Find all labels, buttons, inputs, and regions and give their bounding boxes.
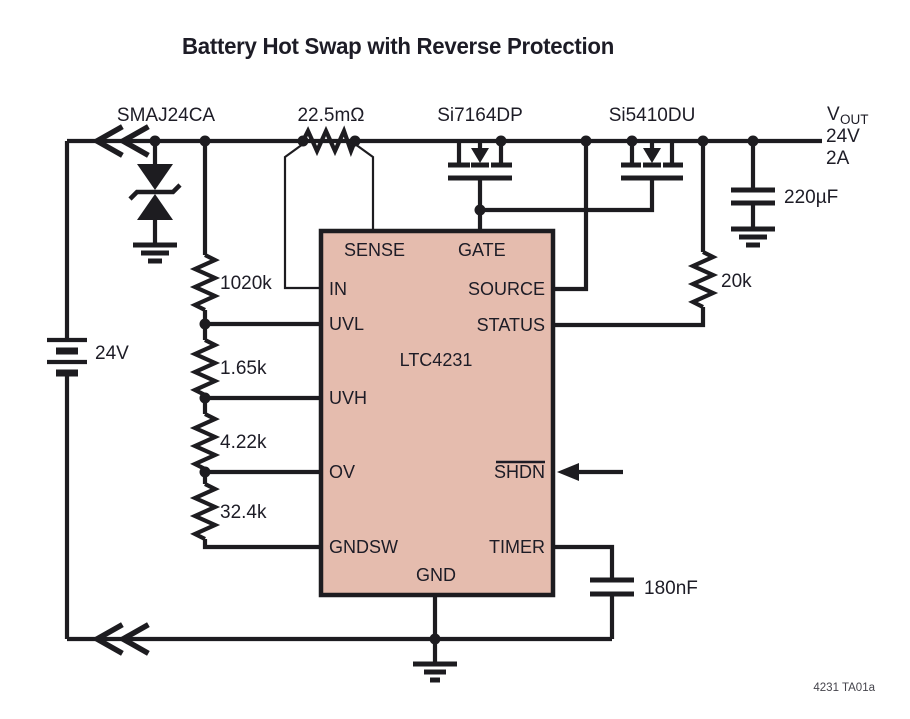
shdn-arrowhead-icon	[557, 463, 579, 481]
junction-dot	[747, 135, 759, 147]
junction-dot	[199, 135, 211, 147]
label-q2-part: Si5410DU	[609, 105, 696, 126]
label-battery-voltage: 24V	[95, 343, 129, 364]
ic-pin-label-uvl: UVL	[329, 314, 364, 334]
ic-pin-label-ov: OV	[329, 462, 355, 482]
q1-body-diode-icon	[471, 148, 489, 163]
ic-pin-label-shdn: SHDN	[494, 462, 545, 482]
junction-dot	[349, 135, 361, 147]
label-resistor-20k: 20k	[721, 271, 752, 292]
top-rail-break-icon	[91, 124, 150, 158]
mosfet-q1-si7164dp	[448, 148, 512, 181]
tvs-diode	[128, 164, 182, 220]
battery-symbol	[47, 337, 87, 377]
output-cap-plates	[731, 187, 775, 206]
junction-dot	[199, 466, 211, 478]
junction-dot	[626, 135, 638, 147]
label-sense-resistor-value: 22.5mΩ	[297, 105, 364, 126]
junction-dot	[429, 633, 441, 645]
mosfet-q2-si5410du	[621, 148, 683, 181]
wire-source-tap	[553, 141, 589, 292]
tvs-triangle-down-icon	[137, 164, 173, 190]
label-vout-subscript: OUT	[840, 112, 869, 127]
resistor-4p22k-zigzag	[189, 412, 221, 471]
ic-pin-label-status: STATUS	[477, 315, 545, 335]
ground-icon-tvs	[133, 242, 177, 264]
ic-pin-label-source: SOURCE	[468, 279, 545, 299]
ground-icon-main	[413, 661, 457, 683]
resistor-32p4k-zigzag	[189, 482, 221, 541]
resistor-1020k-zigzag	[189, 253, 221, 312]
wire-divider-column	[202, 141, 321, 550]
ic-part-number: LTC4231	[400, 350, 473, 370]
schematic-title: Battery Hot Swap with Reverse Protection	[182, 33, 614, 59]
ic-pin-label-in: IN	[329, 279, 347, 299]
ic-pin-label-sense: SENSE	[344, 240, 405, 260]
label-timer-cap: 180nF	[644, 578, 698, 599]
label-vout-voltage: 24V	[826, 126, 860, 147]
ic-pin-label-gndsw: GNDSW	[329, 537, 398, 557]
resistor-20k-zigzag	[687, 250, 719, 309]
wire-kelvin-sense	[354, 143, 375, 232]
ic-ltc4231: SENSE GATE IN UVL UVH OV GNDSW SOURCE ST…	[318, 228, 556, 598]
label-tvs-part: SMAJ24CA	[117, 105, 216, 126]
resistor-1p65k-zigzag	[189, 338, 221, 397]
ic-body	[318, 228, 556, 598]
junction-dot	[580, 135, 592, 147]
ic-pin-label-timer: TIMER	[489, 537, 545, 557]
resistors	[189, 125, 719, 541]
label-vout-v: V	[827, 104, 840, 125]
junction-dot	[199, 392, 211, 404]
capacitors	[590, 187, 775, 597]
wire-gate-bus	[480, 178, 655, 213]
junction-dot	[697, 135, 709, 147]
label-resistor-32p4k: 32.4k	[220, 502, 267, 523]
ic-pin-label-uvh: UVH	[329, 388, 367, 408]
labels: Battery Hot Swap with Reverse Protection…	[95, 33, 876, 694]
figure-id: 4231 TA01a	[813, 682, 875, 694]
ground-icon-output-cap	[731, 226, 775, 248]
label-resistor-4p22k: 4.22k	[220, 432, 267, 453]
junction-dot	[149, 135, 161, 147]
ic-pin-label-gate: GATE	[458, 240, 506, 260]
label-q1-part: Si7164DP	[437, 105, 523, 126]
junction-dot	[297, 135, 309, 147]
tvs-triangle-up-icon	[137, 194, 173, 220]
junction-dot	[199, 318, 211, 330]
q2-body-diode-icon	[643, 148, 661, 163]
wire-timer	[553, 544, 615, 639]
junction-dot	[474, 204, 486, 216]
connector-chevrons	[91, 124, 150, 656]
label-output-cap: 220µF	[784, 187, 838, 208]
timer-cap-plates	[590, 577, 634, 597]
bottom-rail-break-icon	[91, 622, 150, 656]
tvs-zener-bar	[128, 183, 182, 201]
label-resistor-1020k: 1020k	[220, 273, 272, 294]
junction-dot	[495, 135, 507, 147]
junction-dots	[149, 135, 759, 645]
ic-pin-label-gnd: GND	[416, 565, 456, 585]
ground-symbols	[133, 226, 775, 683]
sense-resistor-zigzag	[301, 125, 357, 157]
label-resistor-1p65k: 1.65k	[220, 358, 267, 379]
wire-status-pullup	[553, 141, 706, 328]
label-vout-current: 2A	[826, 148, 850, 169]
wire-kelvin-in	[283, 143, 321, 290]
